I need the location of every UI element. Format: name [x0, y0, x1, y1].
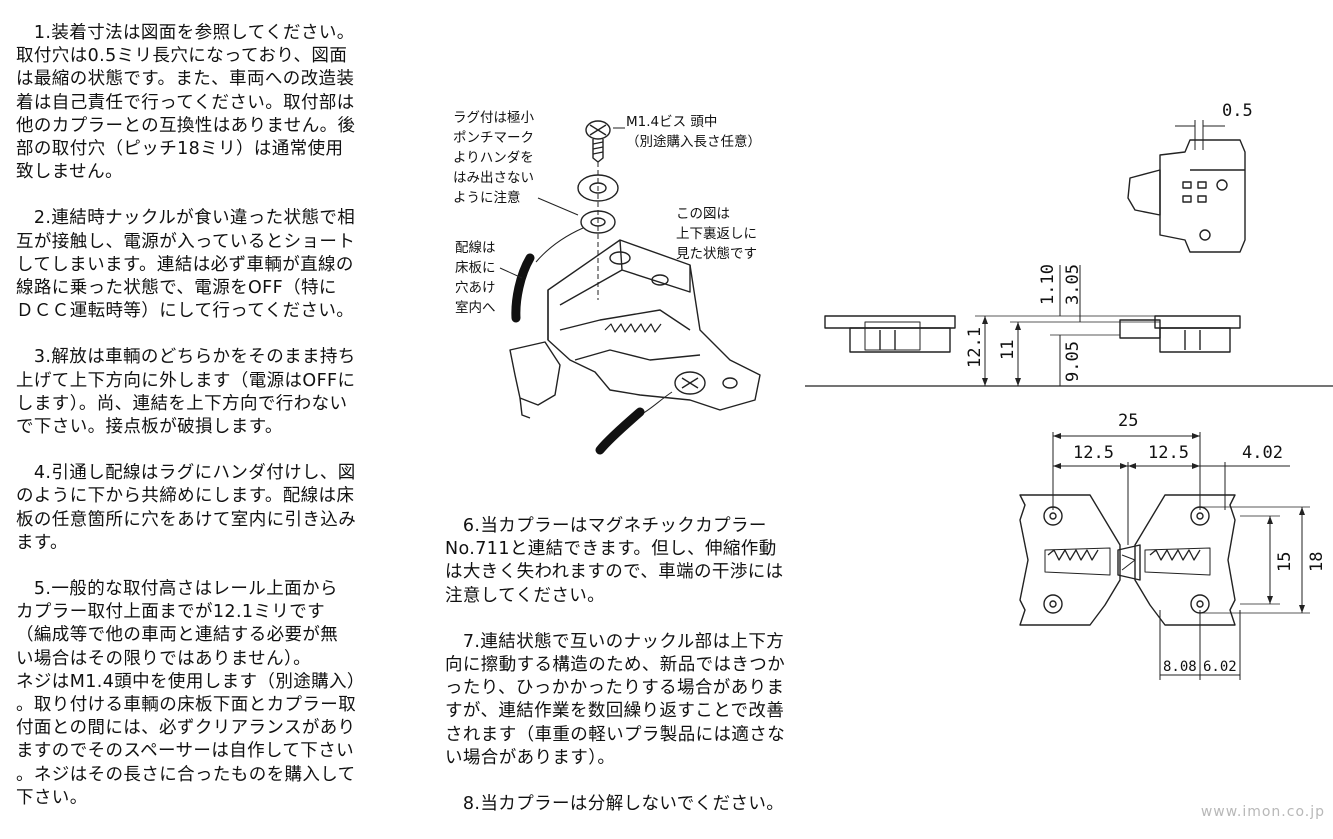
dim-25: 25	[1118, 411, 1138, 431]
spring-icon	[604, 323, 662, 333]
note-line: すが、連結作業を数回繰り返すことで改善	[445, 701, 785, 722]
note-line: してしまいます。連結は必ず車輌が直線の	[16, 254, 354, 275]
note-line: 線路に乗った状態で、電源をOFF（特に	[16, 278, 337, 299]
screw-head-icon	[585, 120, 611, 140]
lug-note-line: ように注意	[453, 189, 521, 206]
note-line: 6.当カプラーはマグネチックカプラー	[445, 516, 767, 536]
note-line: 致しません。	[16, 162, 123, 183]
notes-left-column: 1.装着寸法は図面を参照してください。取付穴は0.5ミリ長穴になっており、図面は…	[16, 22, 416, 833]
flip-note-line: 上下裏返しに	[676, 226, 757, 242]
wire-note-line: 穴あけ	[455, 280, 496, 296]
note-line: 他のカプラーとの互換性はありません。後	[16, 115, 356, 136]
note-line: ネジはM1.4頭中を使用します（別途購入）	[16, 671, 365, 692]
dim-12-1: 12.1	[965, 327, 985, 368]
note-line: （編成等で他の車両と連結する必要が無	[16, 625, 339, 646]
dim-12-5-left: 12.5	[1073, 443, 1114, 463]
dim-15: 15	[1275, 552, 1295, 572]
exploded-coupler-view	[499, 120, 761, 455]
side-view	[805, 265, 1333, 387]
note-line: 着は自己責任で行ってください。取付部は	[16, 92, 355, 113]
note-line: 向に擦動する構造のため、新品ではきつか	[445, 655, 786, 676]
note-paragraph: 6.当カプラーはマグネチックカプラー No.711と連結できます。但し、伸縮作動は…	[445, 515, 835, 608]
lug-note-line: はみ出さない	[453, 170, 534, 186]
note-line: のように下から共締めにします。配線は床	[16, 486, 355, 507]
note-line: 5.一般的な取付高さはレール上面から	[16, 579, 338, 600]
note-line: カプラー取付上面までが12.1ミリです	[16, 602, 326, 623]
note-line: 板の任意箇所に穴をあけて室内に引き込み	[16, 509, 357, 530]
note-line: 。ネジはその長さに合ったものを購入して	[16, 764, 356, 785]
coupled-top-view	[1019, 432, 1310, 680]
knuckle-left	[509, 341, 561, 406]
flip-note-line: この図は	[676, 206, 730, 222]
note-line: ます。	[16, 532, 68, 553]
lug-note-line: ポンチマーク	[453, 130, 534, 146]
note-line: で下さい。接点板が破損します。	[16, 417, 283, 438]
note-line: ますのでそのスペーサーは自作して下さい	[16, 741, 354, 762]
wire-note-line: 床板に	[455, 260, 496, 276]
note-line: 1.装着寸法は図面を参照してください。	[16, 23, 355, 43]
note-line: 注意してください。	[445, 585, 606, 606]
top-detail-view	[1127, 120, 1246, 253]
wire-note-line: 配線は	[455, 240, 496, 256]
note-paragraph: 2.連結時ナックルが食い違った状態で相互が接触し、電源が入っているとショートして…	[16, 207, 416, 323]
note-line: い場合があります）。	[445, 747, 616, 768]
note-line: 上げて上下方向に外します（電源はOFFに	[16, 370, 356, 391]
screw-note-line: M1.4ビス 頭中	[626, 114, 717, 130]
dim-18: 18	[1307, 552, 1327, 572]
dim-4-02: 4.02	[1242, 443, 1283, 463]
note-line: します）。尚、連結を上下方向で行わない	[16, 393, 348, 414]
note-line: されます（車重の軽いプラ製品には適さな	[445, 724, 786, 745]
mount-screw-icon	[674, 371, 706, 395]
dimension-labels: 0.5 1.10 3.05 12.1 11 9.05 25 12.5 12.5 …	[965, 101, 1327, 675]
note-line: 付面との間には、必ずクリアランスがあり	[16, 718, 356, 739]
note-paragraph: 1.装着寸法は図面を参照してください。取付穴は0.5ミリ長穴になっており、図面は…	[16, 22, 416, 184]
dim-8-08: 8.08	[1163, 659, 1197, 675]
lug-note-line: よりハンダを	[453, 150, 534, 166]
note-line: 取付穴は0.5ミリ長穴になっており、図面	[16, 46, 348, 67]
coupler-body	[547, 239, 761, 411]
note-line: 7.連結状態で互いのナックル部は上下方	[445, 631, 785, 652]
wire-lower	[595, 407, 645, 455]
note-line: は大きく失われますので、車端の干渉には	[445, 562, 784, 583]
dim-11: 11	[998, 340, 1018, 360]
note-line: 。取り付ける車輌の床板下面とカプラー取	[16, 695, 357, 716]
note-line: 互が接触し、電源が入っているとショート	[16, 231, 356, 252]
note-line: ったり、ひっかかったりする場合がありま	[445, 678, 785, 699]
note-paragraph: 5.一般的な取付高さはレール上面からカプラー取付上面までが12.1ミリです（編成…	[16, 578, 416, 810]
note-line: 3.解放は車輌のどちらかをそのまま持ち	[16, 347, 356, 368]
flip-note-line: 見た状態です	[676, 246, 757, 262]
notes-middle-column: 6.当カプラーはマグネチックカプラー No.711と連結できます。但し、伸縮作動は…	[445, 515, 835, 839]
dim-9-05: 9.05	[1063, 341, 1083, 382]
wire-note-line: 室内へ	[455, 299, 496, 316]
screw-note-line: （別途購入長さ任意）	[626, 133, 761, 150]
note-line: 4.引通し配線はラグにハンダ付けし、図	[16, 463, 356, 484]
note-paragraph: 8.当カプラーは分解しないでください。	[445, 793, 835, 816]
note-line: い場合はその限りではありません）。	[16, 648, 312, 669]
dim-1-10: 1.10	[1038, 264, 1058, 305]
lug-note-line: ラグ付は極小	[453, 110, 534, 126]
dim-6-02: 6.02	[1203, 659, 1237, 675]
note-line: 8.当カプラーは分解しないでください。	[445, 794, 785, 815]
note-line: 2.連結時ナックルが食い違った状態で相	[16, 208, 356, 229]
note-line: ＤＣＣ運転時等）にして行ってください。	[16, 301, 355, 322]
note-line: No.711と連結できます。但し、伸縮作動	[445, 539, 777, 560]
dim-12-5-right: 12.5	[1148, 443, 1189, 463]
note-line: 部の取付穴（ピッチ18ミリ）は通常使用	[16, 139, 344, 160]
dim-0-5: 0.5	[1222, 101, 1253, 121]
note-line: は最縮の状態です。また、車両への改造装	[16, 69, 355, 90]
dim-3-05: 3.05	[1063, 264, 1083, 305]
wire-upper	[511, 253, 535, 323]
note-paragraph: 3.解放は車輌のどちらかをそのまま持ち上げて上下方向に外します（電源はOFFにし…	[16, 346, 416, 439]
note-paragraph: 7.連結状態で互いのナックル部は上下方向に擦動する構造のため、新品ではきつかった…	[445, 631, 835, 770]
note-line: 下さい。	[16, 787, 88, 808]
diagram-labels: ラグ付は極小 ポンチマーク よりハンダを はみ出さない ように注意 M1.4ビス…	[453, 110, 761, 316]
note-paragraph: 4.引通し配線はラグにハンダ付けし、図のように下から共締めにします。配線は床板の…	[16, 462, 416, 555]
watermark: www.imon.co.jp	[1200, 804, 1325, 820]
